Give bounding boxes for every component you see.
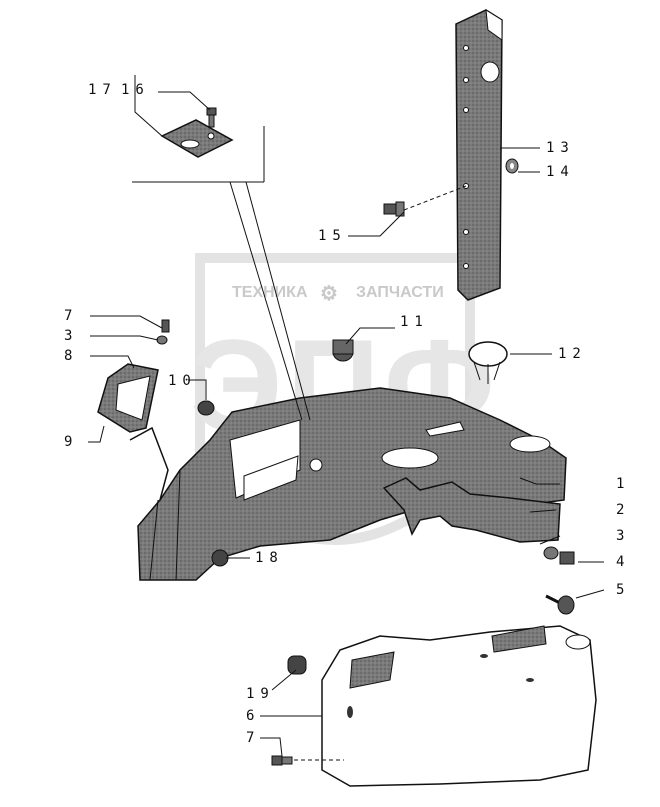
part-8-cover (97, 363, 159, 433)
callout-13: 13 (546, 140, 575, 156)
part-3-washer-top (156, 335, 168, 345)
part-4-bolt (559, 551, 575, 565)
callout-2: 2 (616, 502, 631, 518)
callout-6: 6 (246, 708, 261, 724)
callout-9: 9 (64, 434, 79, 450)
callout-11: 11 (400, 314, 429, 330)
part-10-clip (197, 400, 215, 416)
callout-16: 16 (121, 82, 150, 98)
gear-icon: ⚙ (320, 283, 338, 305)
callout-1: 1 (616, 476, 631, 492)
part-2-gasket (382, 477, 561, 543)
callout-7-bottom: 7 (246, 730, 261, 746)
part-9-bracket (129, 426, 169, 501)
callout-14: 14 (546, 164, 575, 180)
leader-lines (88, 75, 605, 761)
part-1-dash-shell (137, 387, 567, 581)
part-19-plug (287, 655, 307, 675)
part-18-grommet (211, 549, 229, 567)
callout-8: 8 (64, 348, 79, 364)
callout-3-right: 3 (616, 528, 631, 544)
watermark-right-text: ЗАПЧАСТИ (356, 284, 444, 301)
part-11-grommet (332, 339, 354, 362)
part-13-upright (455, 9, 503, 301)
part-12-plug (468, 341, 508, 384)
callout-5: 5 (616, 582, 631, 598)
callout-17: 17 (88, 82, 117, 98)
callout-19: 19 (246, 686, 275, 702)
part-16-screw (206, 107, 217, 128)
part-7-screw-bottom (271, 755, 293, 766)
callout-7-top: 7 (64, 308, 79, 324)
callout-18: 18 (255, 550, 284, 566)
watermark-left-text: ТЕХНИКА (232, 284, 308, 301)
part-3-washer-right (543, 546, 559, 560)
callout-12: 12 (558, 346, 587, 362)
callout-3-top: 3 (64, 328, 79, 344)
part-7-screw-top (161, 319, 170, 333)
callout-10: 10 (168, 373, 197, 389)
part-6-console (321, 625, 597, 787)
part-17-plate (160, 119, 234, 158)
part-15-bolt (383, 201, 405, 217)
part-14-washer (505, 158, 519, 174)
callout-15: 15 (318, 228, 347, 244)
callout-4: 4 (616, 554, 631, 570)
part-5-knob (545, 594, 575, 615)
